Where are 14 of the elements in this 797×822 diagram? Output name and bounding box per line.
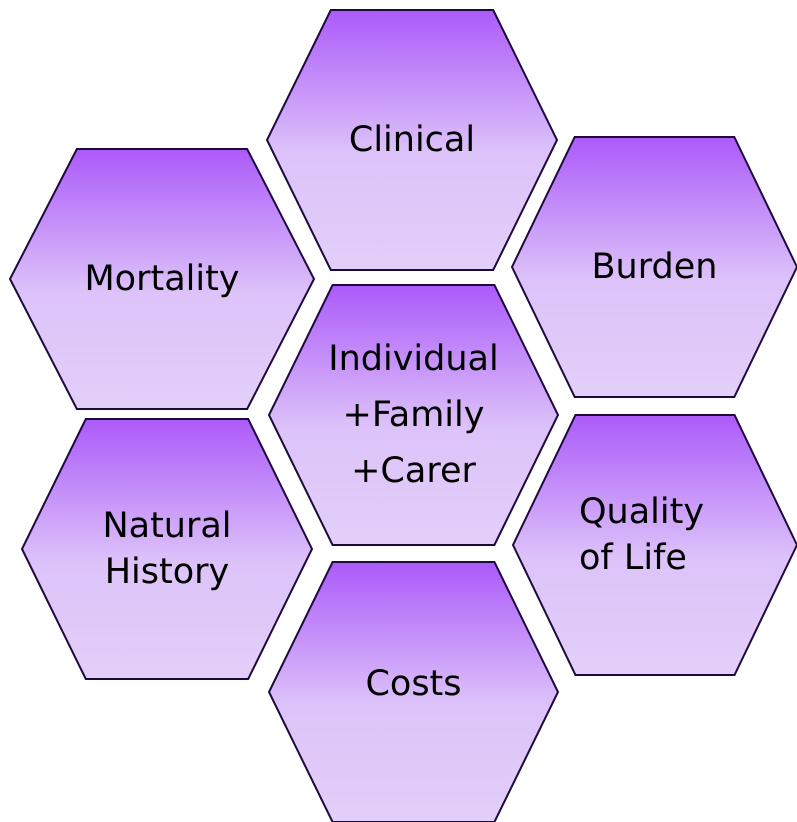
- hexagon: [513, 415, 797, 675]
- hexagon: [10, 149, 314, 409]
- hexagon: [512, 137, 797, 397]
- hexagon-label: Quality of Life: [579, 491, 706, 580]
- hexagon-label: Burden: [590, 246, 718, 289]
- hexagon: [22, 419, 312, 679]
- hexagon-label: Costs: [364, 663, 463, 706]
- hexagon-label: Individual +Family +Carer: [327, 338, 500, 493]
- hexagon-label: Clinical: [348, 119, 476, 162]
- hexagon: [267, 10, 557, 270]
- hexagon: [269, 562, 558, 822]
- hexagon: [269, 285, 558, 545]
- hexagon-label: Mortality: [83, 258, 241, 301]
- hexagon-label: Natural History: [101, 505, 233, 594]
